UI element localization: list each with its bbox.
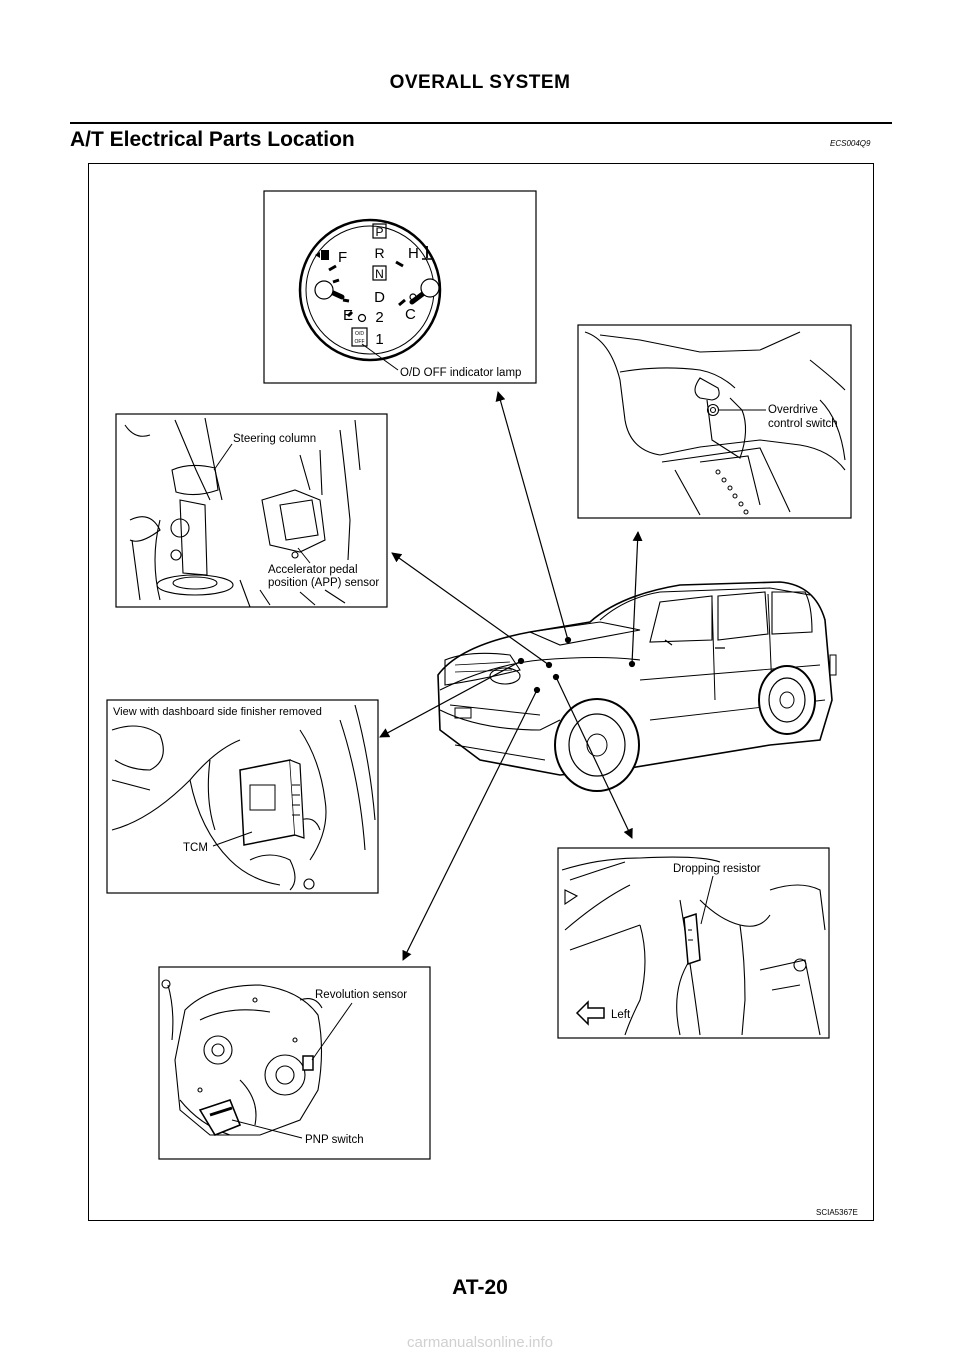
section-header: OVERALL SYSTEM — [389, 72, 571, 93]
revolution-sensor-drawing — [302, 1055, 314, 1071]
dropping-resistor-drawing — [683, 912, 701, 966]
fuel-pump-icon — [315, 250, 329, 260]
od-off-indicator-label: O/D OFF indicator lamp — [400, 367, 521, 379]
location-pointers — [379, 391, 643, 961]
shift-position-d: D — [374, 289, 385, 306]
shift-position-n: N — [375, 267, 384, 281]
shift-position-1: 1 — [375, 331, 383, 348]
header-rule — [70, 122, 892, 124]
temperature-icon — [422, 246, 432, 260]
page-title: A/T Electrical Parts Location — [70, 128, 355, 151]
dashboard-view-caption: View with dashboard side finisher remove… — [113, 706, 322, 718]
overdrive-switch-label-line1: Overdrive — [768, 404, 818, 416]
transmission-panel: Revolution sensor PNP switch — [158, 966, 431, 1160]
dropping-resistor-label: Dropping resistor — [673, 863, 761, 875]
section-code: ECS004Q9 — [830, 139, 871, 148]
tcm-panel: View with dashboard side finisher remove… — [106, 699, 379, 894]
app-sensor-panel: Steering column Accelerator pedal positi… — [115, 413, 388, 608]
revolution-sensor-label: Revolution sensor — [315, 989, 407, 1001]
od-off-lamp-icon — [351, 327, 368, 347]
gauge-letter-h: H — [408, 245, 419, 262]
gauge-letter-f: F — [338, 249, 347, 266]
left-direction-arrow-icon — [575, 1000, 605, 1026]
gauge-bezel — [298, 218, 442, 362]
shift-position-2: 2 — [375, 309, 383, 326]
gauge-panel: F E H C P R N D 2 1 O/D OFF O/D O — [263, 190, 537, 384]
app-sensor-label-line2: position (APP) sensor — [268, 577, 379, 589]
vehicle-drawing — [437, 581, 837, 792]
shift-position-p: P — [375, 225, 383, 239]
overdrive-switch-label-line2: control switch — [768, 418, 838, 430]
gauge-letter-e: E — [343, 307, 353, 324]
page-number: AT-20 — [452, 1276, 508, 1299]
tcm-unit-drawing — [239, 759, 305, 846]
overdrive-switch-panel: Overdrive control switch — [577, 324, 852, 519]
tcm-label: TCM — [183, 842, 208, 854]
dropping-resistor-panel: Dropping resistor Left — [557, 847, 830, 1039]
figure-code: SCIA5367E — [816, 1208, 858, 1217]
app-sensor-label-line1: Accelerator pedal — [268, 564, 358, 576]
od-badge-bottom: OFF — [355, 339, 365, 345]
shift-position-r: R — [374, 245, 384, 261]
steering-column-label: Steering column — [233, 433, 316, 445]
figure-frame — [88, 163, 874, 1221]
watermark: carmanualsonline.info — [407, 1334, 553, 1351]
od-badge-top: O/D — [355, 331, 364, 337]
pnp-switch-drawing — [198, 1099, 242, 1136]
left-direction-label: Left — [611, 1009, 631, 1021]
gauge-letter-c: C — [405, 306, 416, 323]
pnp-switch-label: PNP switch — [305, 1134, 364, 1146]
